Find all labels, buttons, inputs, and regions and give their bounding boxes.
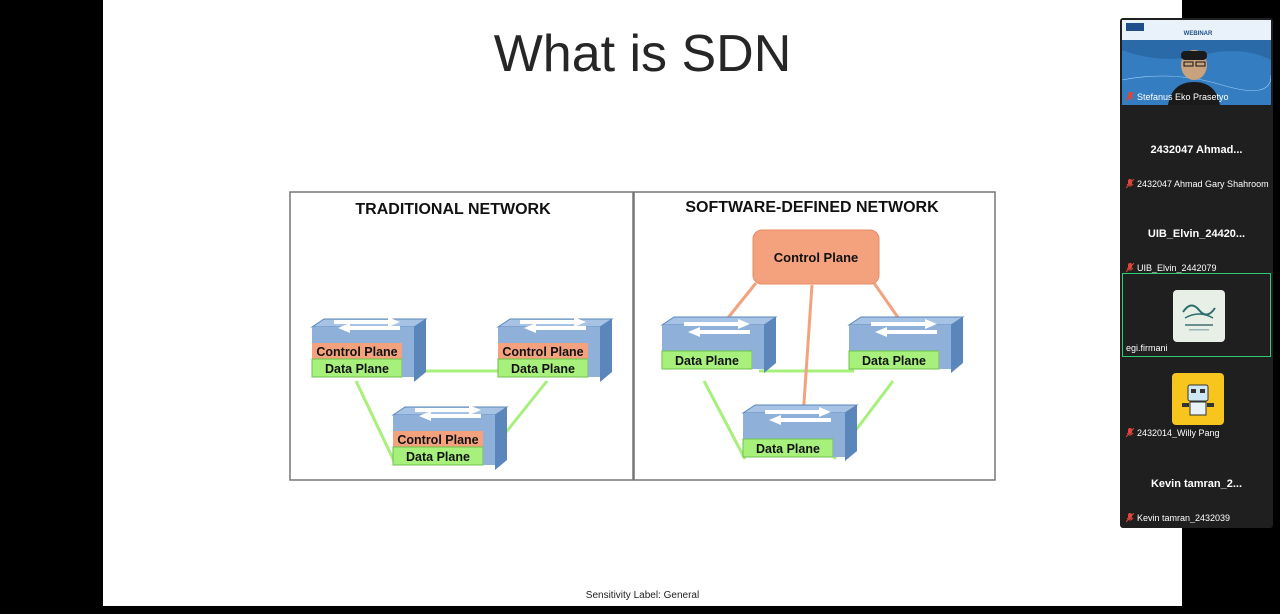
slide: What is SDN TRADITIONAL NETWORK SOFTWARE… [103,0,1182,606]
presenter-video[interactable]: WEBINAR Stefanus Eko Prasetyo [1122,20,1271,105]
control-plane-label: Control Plane [774,250,859,265]
data-plane-label: Data Plane [325,362,389,376]
presenter-name-label: Stefanus Eko Prasetyo [1126,92,1229,102]
traditional-title: TRADITIONAL NETWORK [355,201,551,218]
mic-off-icon [1126,263,1134,273]
sdn-switch-3: Data Plane [741,404,859,461]
sdn-switch-1: Data Plane [660,316,778,373]
sdn-controller: Control Plane [752,229,880,285]
mic-off-icon [1126,92,1134,102]
participant-tile[interactable]: 2432047 Ahmad... 2432047 Ahmad Gary Shah… [1122,108,1271,192]
alhamdulillah-avatar [1173,290,1225,342]
webinar-banner: WEBINAR [1184,31,1213,37]
mic-off-icon [1126,513,1134,523]
participant-name: UIB_Elvin_2442079 [1137,263,1217,273]
mic-off-icon [1126,179,1134,189]
participant-tile[interactable]: 2432014_Willy Pang [1122,357,1271,441]
control-plane-label: Control Plane [316,345,397,359]
participant-name-label: 2432047 Ahmad Gary Shahroom... [1126,179,1269,189]
slide-title: What is SDN [493,25,792,83]
participant-tile[interactable]: UIB_Elvin_24420... UIB_Elvin_2442079 [1122,192,1271,276]
data-plane-label: Data Plane [406,450,470,464]
robot-avatar [1172,373,1224,425]
participant-display-name: UIB_Elvin_24420... [1147,228,1246,240]
participant-name: 2432047 Ahmad Gary Shahroom... [1137,179,1269,189]
sensitivity-label: Sensitivity Label: General [585,590,700,601]
participant-name-label: egi.firmani [1126,343,1168,353]
participant-tile[interactable]: Kevin tamran_2... Kevin tamran_2432039 [1122,442,1271,526]
participant-name-label: Kevin tamran_2432039 [1126,513,1230,523]
participant-display-name: 2432047 Ahmad... [1150,144,1243,156]
participant-name-label: UIB_Elvin_2442079 [1126,263,1217,273]
control-plane-label: Control Plane [502,345,583,359]
presenter-name: Stefanus Eko Prasetyo [1137,92,1229,102]
mic-off-icon [1126,428,1134,438]
presenter-video-frame: WEBINAR [1122,20,1271,105]
participants-panel: WEBINAR Stefanus Eko Prasetyo 2432047 Ah… [1120,18,1273,528]
participant-name: Kevin tamran_2432039 [1137,513,1231,523]
data-plane-label: Data Plane [756,442,820,456]
data-plane-label: Data Plane [511,362,575,376]
traditional-switch-3: Control Plane Data Plane [391,405,509,470]
sdn-diagram: TRADITIONAL NETWORK SOFTWARE-DEFINED NET… [289,191,996,481]
participant-tile-active-speaker[interactable]: egi.firmani [1122,273,1271,357]
sdn-switch-2: Data Plane [847,316,965,373]
traditional-switch-2: Control Plane Data Plane [496,317,614,382]
traditional-switch-1: Control Plane Data Plane [310,317,428,382]
data-plane-label: Data Plane [862,354,926,368]
sdn-title: SOFTWARE-DEFINED NETWORK [685,199,939,216]
participant-name: egi.firmani [1126,343,1168,353]
control-plane-label: Control Plane [397,433,478,447]
data-plane-label: Data Plane [675,354,739,368]
participant-name: 2432014_Willy Pang [1137,428,1220,438]
participant-display-name: Kevin tamran_2... [1150,478,1243,490]
participant-name-label: 2432014_Willy Pang [1126,428,1220,438]
